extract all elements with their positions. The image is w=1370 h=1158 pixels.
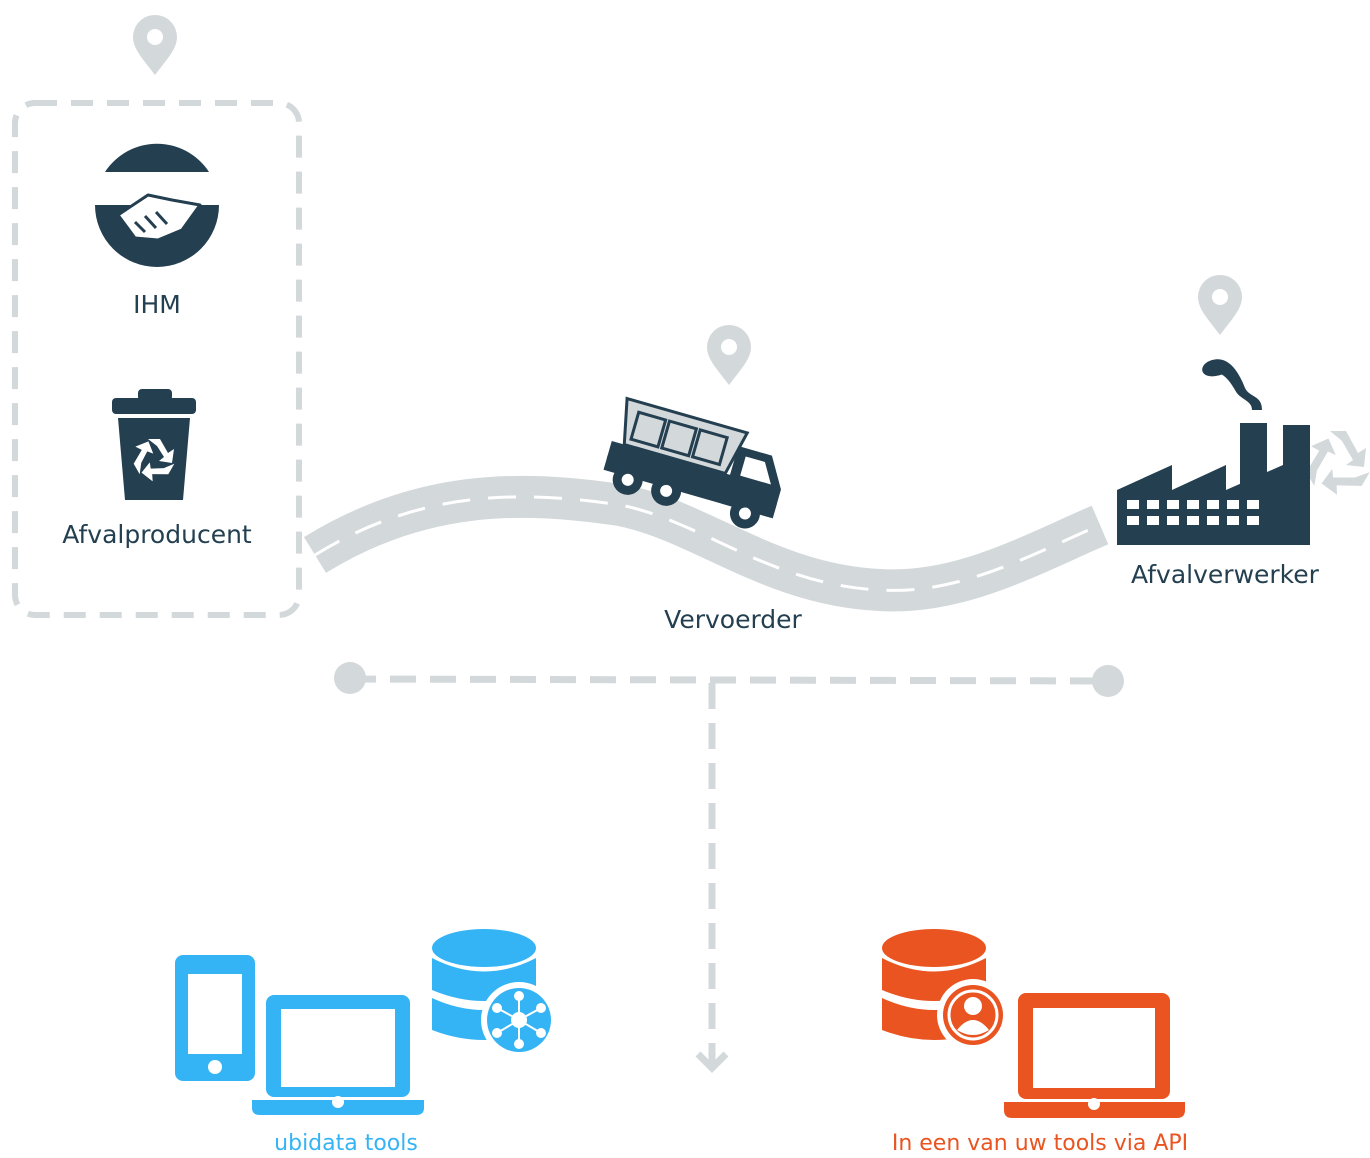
laptop-icon	[1004, 993, 1185, 1118]
api-tools-label: In een van uw tools via API	[891, 1131, 1189, 1156]
data-connector	[334, 662, 1124, 1073]
map-pin-icon	[133, 15, 177, 75]
carrier-label: Vervoerder	[664, 605, 802, 634]
producer-group-box	[12, 100, 302, 618]
network-icon	[481, 982, 557, 1058]
ubidata-tools-label: ubidata tools	[274, 1131, 418, 1156]
user-icon	[937, 979, 1009, 1051]
recycle-bin-icon	[112, 389, 196, 500]
phone-icon	[175, 955, 255, 1081]
factory-icon	[1117, 359, 1310, 545]
processor-label: Afvalverwerker	[1131, 560, 1319, 589]
producer-label: Afvalproducent	[62, 520, 252, 549]
handshake-icon	[95, 143, 219, 267]
recycle-icon	[1306, 431, 1370, 495]
ihm-label: IHM	[133, 290, 181, 319]
road	[303, 475, 1109, 612]
laptop-icon	[252, 995, 424, 1115]
map-pin-icon	[707, 325, 751, 385]
map-pin-icon	[1198, 275, 1242, 335]
dump-truck-icon	[603, 396, 781, 529]
